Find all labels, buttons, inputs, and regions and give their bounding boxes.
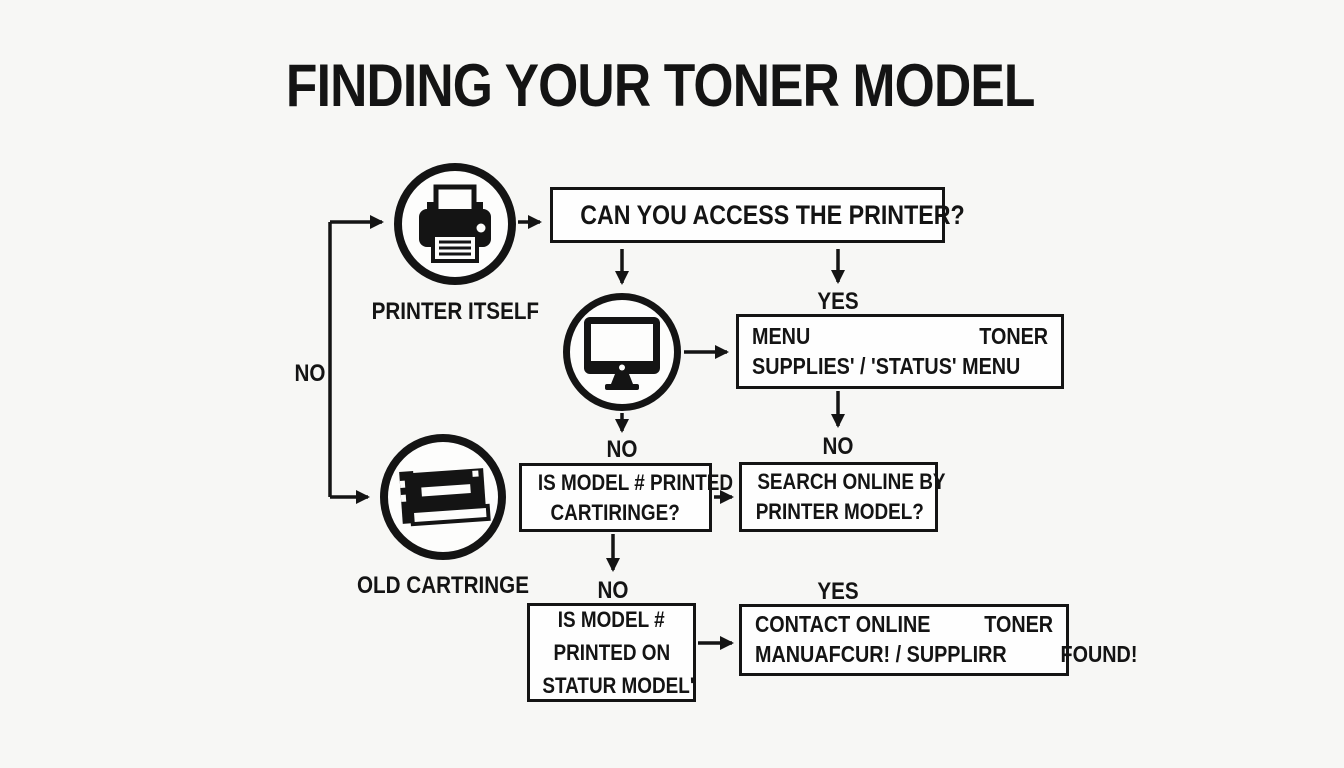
contact-line1-left: CONTACT ONLINE [755, 611, 931, 638]
contact-line1-right: TONER [984, 611, 1053, 638]
menu-box-line2-row: SUPPLIES' / 'STATUS' MENU [752, 352, 1048, 382]
edge-label-yes-top-text: YES [817, 288, 859, 315]
status-question-box: IS MODEL # PRINTED ON STATUR MODEL' [527, 603, 696, 702]
cartridge-circle-label-text: OLD CARTRINGE [357, 572, 529, 599]
contact-line2-right: FOUND! [1060, 641, 1138, 667]
cartridge-question-line1-row: IS MODEL # PRINTED [522, 468, 733, 498]
edge-label-no-menu-text: NO [822, 433, 854, 460]
contact-line2-left: MANUAFCUR! / SUPPLIRR [755, 641, 1007, 667]
cartridge-question-box: IS MODEL # PRINTED CARTIRINGE? [519, 463, 733, 532]
cartridge-question-line2-row: CARTIRINGE? [522, 498, 709, 528]
edge-label-no-menu: NO [798, 433, 878, 461]
printer-circle [394, 163, 516, 285]
monitor-circle [563, 293, 681, 411]
monitor-icon [584, 317, 660, 390]
status-question-line2-row: PRINTED ON [530, 636, 693, 669]
edge-label-no-cartridge: NO [573, 577, 653, 605]
status-question-line2: PRINTED ON [553, 640, 670, 665]
status-question-line3-row: STATUR MODEL' [530, 669, 695, 702]
search-line1: SEARCH ONLINE BY [757, 469, 946, 495]
cartridge-circle [380, 434, 506, 560]
search-line2-row: PRINTER MODEL? [742, 497, 935, 527]
search-box: SEARCH ONLINE BY PRINTER MODEL? [739, 462, 945, 532]
cartridge-question-line1: IS MODEL # PRINTED [537, 469, 734, 495]
edge-label-yes-bottom-text: YES [817, 578, 859, 605]
menu-box-line1-right: TONER [979, 322, 1048, 349]
cartridge-circle-label: OLD CARTRINGE [333, 572, 553, 600]
edge-label-yes-bottom: YES [798, 578, 878, 606]
page-title-text: FINDING YOUR TONER MODEL [285, 52, 1035, 119]
access-question-box: CAN YOU ACCESS THE PRINTER? [550, 187, 965, 243]
printer-circle-label: PRINTER ITSELF [345, 298, 565, 326]
contact-box: CONTACT ONLINE TONER MANUAFCUR! / SUPPLI… [739, 604, 1137, 676]
search-line1-row: SEARCH ONLINE BY [742, 467, 945, 497]
cartridge-icon [399, 468, 491, 527]
menu-box: MENU TONER SUPPLIES' / 'STATUS' MENU [736, 314, 1064, 389]
edge-label-no-left: NO [270, 360, 350, 388]
printer-icon [419, 184, 491, 263]
menu-box-line2: SUPPLIES' / 'STATUS' MENU [752, 352, 1021, 379]
printer-circle-label-text: PRINTER ITSELF [371, 298, 539, 325]
status-question-line1-row: IS MODEL # [530, 603, 693, 636]
edge-label-no-monitor: NO [582, 436, 662, 464]
page-title: FINDING YOUR TONER MODEL [220, 54, 1100, 117]
status-question-line1: IS MODEL # [558, 607, 665, 632]
menu-box-line1: MENU TONER [752, 322, 1048, 352]
menu-box-line1-left: MENU [752, 322, 811, 349]
access-question-text: CAN YOU ACCESS THE PRINTER? [580, 199, 965, 230]
cartridge-question-line2: CARTIRINGE? [550, 499, 681, 525]
status-question-line3: STATUR MODEL' [542, 673, 695, 698]
edge-label-no-cartridge-text: NO [597, 577, 629, 604]
search-line2: PRINTER MODEL? [755, 499, 924, 524]
edge-label-no-left-text: NO [294, 360, 326, 387]
edge-label-yes-top: YES [798, 288, 878, 316]
edge-label-no-monitor-text: NO [606, 436, 638, 463]
contact-line2: MANUAFCUR! / SUPPLIRR FOUND! [755, 640, 1137, 670]
contact-line1: CONTACT ONLINE TONER [755, 610, 1053, 640]
